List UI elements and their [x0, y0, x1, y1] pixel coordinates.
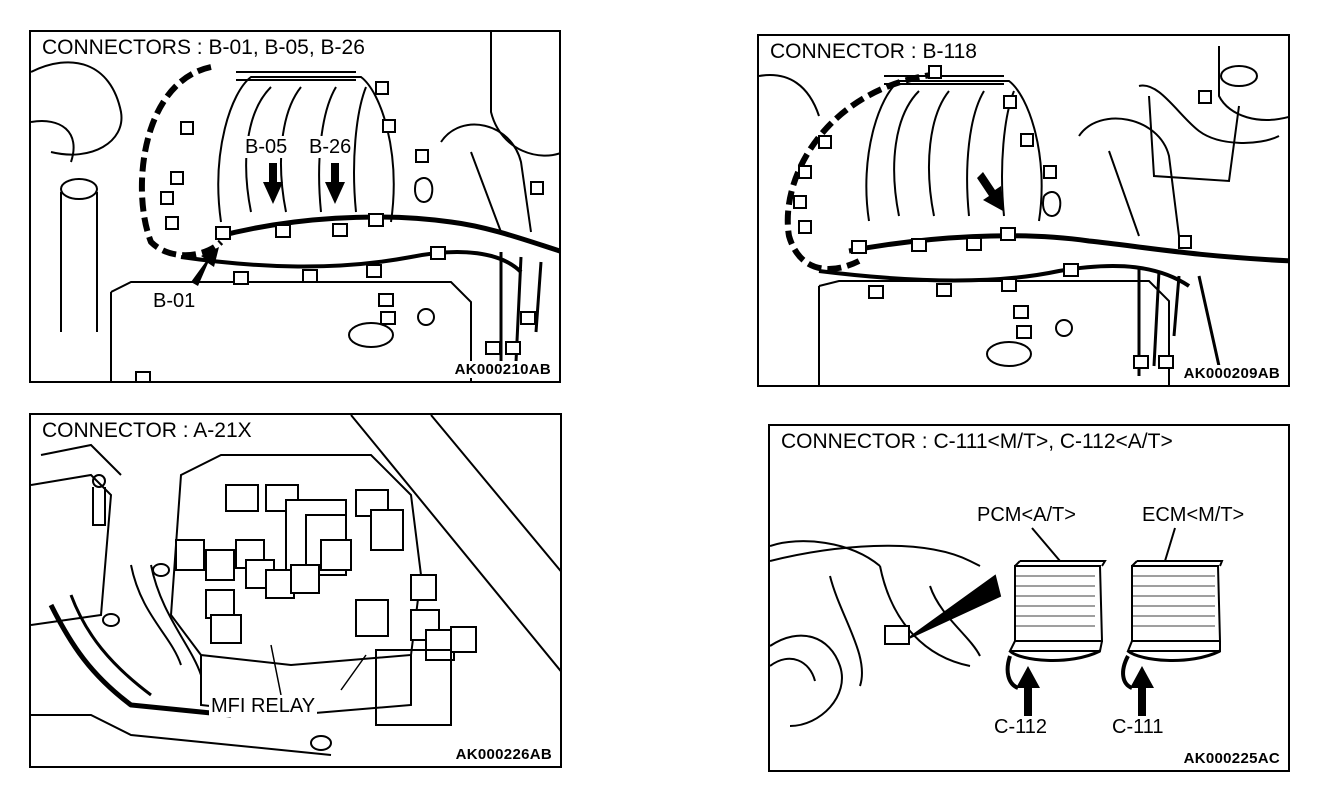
panel-connectors-b01-b05-b26: CONNECTORS : B-01, B-05, B-26 B-05 B-26 …	[29, 30, 561, 383]
dashboard-ecu-drawing	[770, 527, 1224, 727]
figure-code: AK000226AB	[453, 746, 554, 763]
panel-connector-a21x: CONNECTOR : A-21X MFI RELAY AK000226AB	[29, 413, 562, 768]
relay-box-drawing	[31, 415, 560, 756]
figure-code: AK000209AB	[1181, 365, 1282, 382]
label-pcm-at: PCM<A/T>	[975, 504, 1078, 526]
panel-connector-c111-c112: CONNECTOR : C-111<M/T>, C-112<A/T> PCM<A…	[768, 424, 1290, 772]
figure-code: AK000225AC	[1181, 750, 1282, 767]
label-b26: B-26	[307, 136, 354, 158]
engine-harness-drawing	[31, 32, 559, 381]
label-c112: C-112	[992, 716, 1049, 738]
label-b01: B-01	[151, 290, 198, 312]
figure-code: AK000210AB	[452, 361, 553, 378]
panel-connector-b118: CONNECTOR : B-118 AK000209AB	[757, 34, 1290, 387]
panel-title: CONNECTOR : C-111<M/T>, C-112<A/T>	[778, 430, 1176, 454]
label-c111: C-111	[1110, 716, 1166, 738]
panel-title: CONNECTOR : B-118	[767, 40, 980, 64]
panel-title: CONNECTORS : B-01, B-05, B-26	[39, 36, 368, 60]
label-mfi-relay: MFI RELAY	[209, 695, 318, 717]
label-ecm-mt: ECM<M/T>	[1140, 504, 1247, 526]
panel-title: CONNECTOR : A-21X	[39, 419, 255, 443]
engine-harness-drawing	[759, 46, 1288, 385]
label-b05: B-05	[243, 136, 290, 158]
